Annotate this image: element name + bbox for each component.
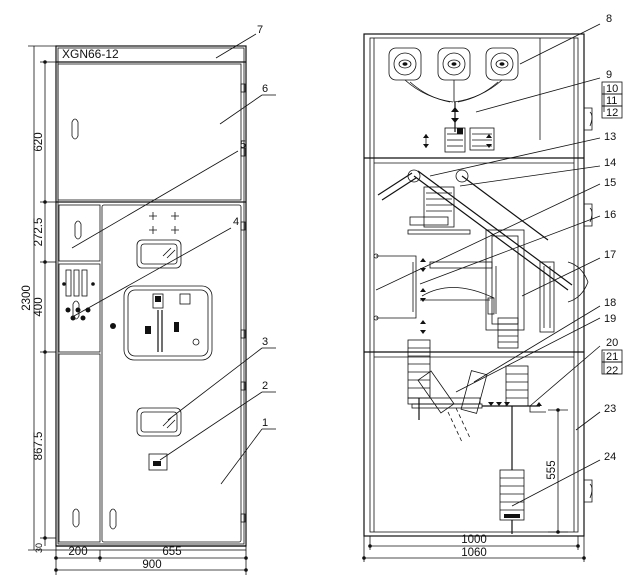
viewing-window-inner: [140, 243, 178, 265]
upper-door-handle: [71, 118, 79, 140]
callout-23: 23: [604, 403, 616, 415]
lower-window: [136, 407, 182, 437]
side-view: 555 1000 1060: [362, 33, 593, 562]
hinges: [240, 83, 246, 523]
side-leaders: [375, 23, 605, 507]
callout-16: 16: [604, 209, 616, 221]
main-door: [101, 204, 242, 543]
dim-555-dots: [556, 408, 560, 534]
busbar-bushings: [388, 47, 519, 103]
width-dim-dots: [54, 556, 248, 572]
callout-9: 9: [606, 69, 612, 81]
callout-15: 15: [604, 177, 616, 189]
indicator-bars: [62, 269, 95, 321]
callout-19: 19: [604, 313, 616, 325]
dim-620: 620: [33, 132, 45, 151]
callout-2: 2: [262, 380, 268, 392]
callout-3: 3: [262, 336, 268, 348]
dim-400: 400: [33, 297, 45, 316]
dim-1060: 1060: [461, 547, 487, 559]
height-ticks: [28, 45, 56, 551]
overall-height: 2300: [21, 285, 33, 311]
window-hatch: [162, 247, 176, 259]
dim-900: 900: [142, 559, 161, 571]
breaker-panel-inner: [127, 289, 209, 357]
callout-12: 12: [606, 107, 618, 119]
callout-8: 8: [606, 13, 612, 25]
callout-24: 24: [604, 451, 616, 463]
left-handle-lower: [72, 508, 80, 528]
breaker-panel: [123, 285, 213, 361]
base-plate: [55, 545, 247, 551]
main-door-handle: [109, 508, 117, 530]
callout-17: 17: [604, 249, 616, 261]
cable-compartment: [407, 339, 546, 534]
callout-18: 18: [604, 297, 616, 309]
lower-window-inner: [140, 411, 178, 433]
callout-5: 5: [240, 139, 246, 151]
left-panel-mid: [58, 263, 101, 353]
callout-14: 14: [604, 157, 616, 169]
dim-1000: 1000: [461, 534, 487, 546]
callout-1: 1: [262, 417, 268, 429]
breaker-truck: [373, 169, 589, 349]
upper-door: [57, 63, 242, 201]
nameplate: [148, 453, 168, 471]
left-panel-upper: [58, 204, 101, 262]
dim-867-5: 867.5: [33, 432, 45, 461]
dim-555: 555: [546, 460, 558, 479]
callout-4: 4: [233, 216, 239, 228]
callout-10: 10: [606, 83, 618, 95]
breaker-mechanism: [145, 293, 200, 352]
callout-7: 7: [257, 24, 263, 36]
dim-655: 655: [162, 546, 181, 558]
height-dim-dots: [43, 60, 47, 540]
door-lock: [110, 323, 116, 329]
callout-22: 22: [606, 365, 618, 377]
side-width-dim-dots: [362, 544, 586, 560]
upper-disconnector: [423, 102, 495, 153]
side-cabinet-outline: [363, 33, 585, 537]
front-cabinet-inner: [57, 47, 245, 545]
dim-30: 30: [34, 543, 44, 553]
front-view: XGN66-12: [21, 45, 248, 575]
callout-6: 6: [262, 83, 268, 95]
left-panel-lower: [58, 353, 101, 543]
callout-21: 21: [606, 351, 618, 363]
callout-20: 20: [606, 337, 618, 349]
dim-200: 200: [68, 546, 87, 558]
dim-272-5: 272.5: [33, 218, 45, 247]
side-cabinet-inner: [369, 37, 579, 533]
model-label: XGN66-12: [62, 47, 119, 61]
nameplate-mark: [153, 461, 161, 466]
left-handle-upper: [74, 220, 82, 240]
side-door-handles: [584, 107, 593, 503]
width-dim-lines: [55, 550, 247, 575]
front-leaders: [71, 33, 276, 485]
door-crosses: [149, 212, 179, 234]
lower-window-hatch: [162, 417, 176, 429]
callout-11: 11: [606, 95, 617, 107]
callout-13: 13: [604, 131, 616, 143]
callout-boxes: [601, 81, 623, 375]
